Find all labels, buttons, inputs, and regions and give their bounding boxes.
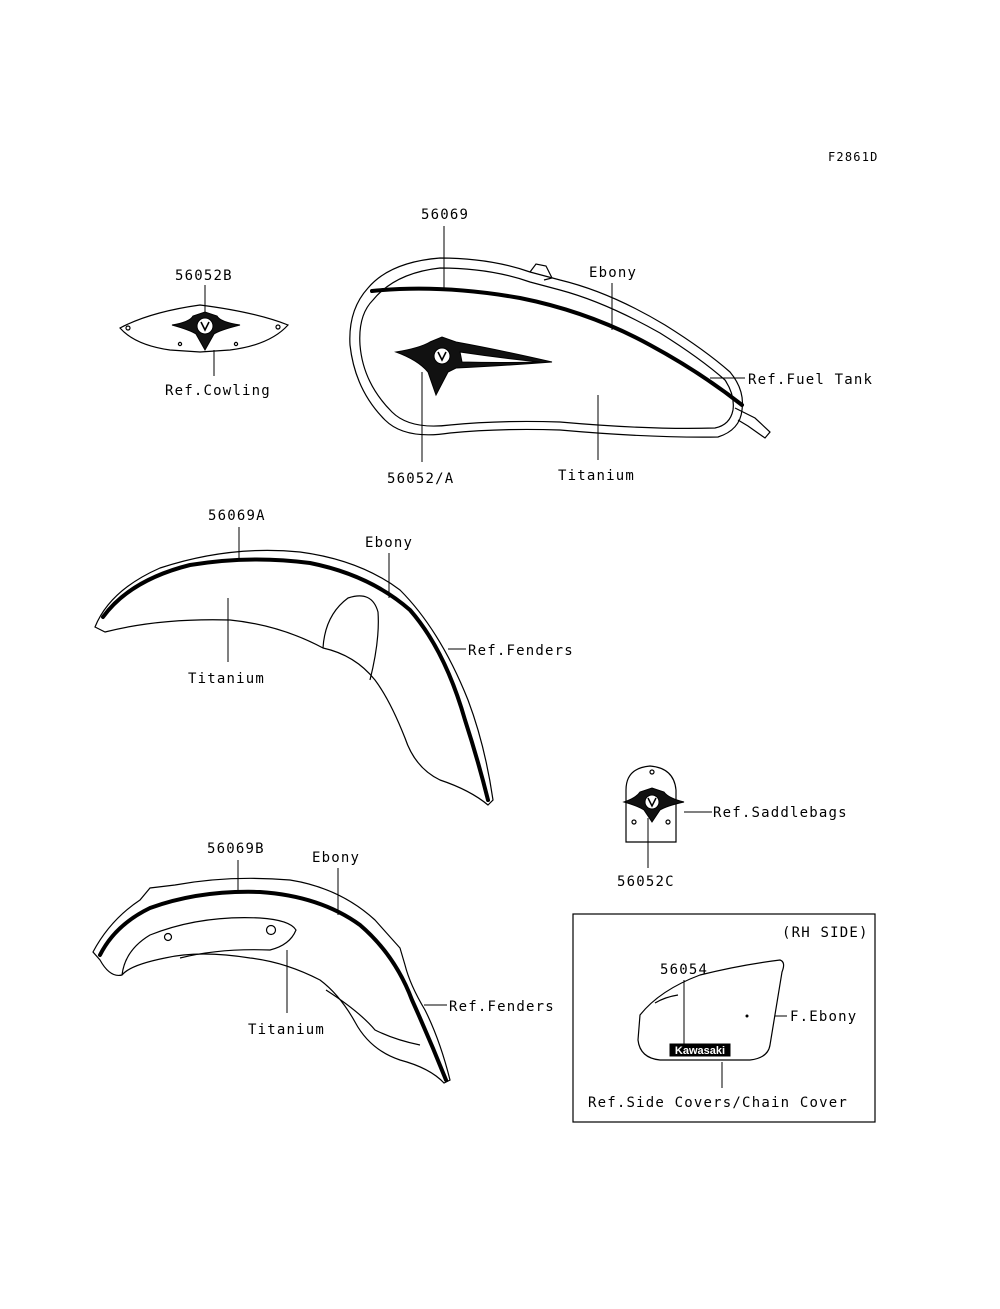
saddlebag-ref: Ref.Saddlebags (713, 805, 848, 821)
fuel-tank-color-body: Titanium (558, 468, 635, 484)
cowling-hole-left (125, 325, 131, 331)
side-cover-color-dot (745, 1014, 749, 1018)
side-cover-side-label: (RH SIDE) (782, 925, 869, 941)
fuel-tank-nozzle (734, 407, 771, 439)
rear-fender-stripe (98, 889, 448, 1082)
cowling-emblem (171, 311, 241, 352)
front-fender-group: 56069A Ebony Ref.Fenders Titanium (94, 508, 574, 806)
front-fender-outline (94, 549, 494, 806)
front-fender-color-body: Titanium (188, 671, 265, 687)
front-fender-color-top: Ebony (365, 535, 413, 551)
figure-code: F2861D (828, 150, 879, 164)
rear-fender-color-body: Titanium (248, 1022, 325, 1038)
rear-fender-ref: Ref.Fenders (449, 999, 555, 1015)
side-cover-outline (637, 959, 785, 1061)
front-fender-stripe (101, 557, 490, 802)
rear-fender-outline (92, 877, 451, 1084)
cowling-hole (233, 341, 239, 347)
rear-fender-slot (325, 989, 421, 1046)
cowling-group: 56052B Ref.Cowling (119, 268, 290, 399)
cowling-hole-right (275, 324, 281, 330)
saddlebag-part-number: 56052C (617, 874, 675, 890)
saddlebag-hole (631, 819, 637, 825)
cowling-part-number: 56052B (175, 268, 233, 284)
side-cover-part-number: 56054 (660, 962, 708, 978)
saddlebag-group: Ref.Saddlebags 56052C (617, 765, 848, 890)
fuel-tank-group: 56069 Ebony Ref.Fuel Tank Titanium 56052… (349, 207, 873, 487)
cowling-outline (119, 304, 290, 353)
cowling-hole (177, 341, 183, 347)
fuel-tank-stripe-part-number: 56069 (421, 207, 469, 223)
rear-fender-part-number: 56069B (207, 841, 265, 857)
fuel-tank-stripe (370, 286, 744, 407)
front-fender-ref: Ref.Fenders (468, 643, 574, 659)
side-cover-logo-plate (669, 1043, 731, 1057)
saddlebag-outline (625, 765, 677, 843)
saddlebag-hole (649, 769, 655, 775)
rear-fender-color-top: Ebony (312, 850, 360, 866)
front-fender-part-number: 56069A (208, 508, 266, 524)
saddlebag-hole (665, 819, 671, 825)
side-cover-logo-text: Kawasaki (675, 1045, 725, 1057)
side-cover-group: (RH SIDE) Kawasaki 56054 F.Ebony Ref.Sid… (572, 913, 876, 1123)
side-cover-color: F.Ebony (790, 1009, 857, 1025)
side-cover-ref: Ref.Side Covers/Chain Cover (588, 1095, 848, 1111)
cowling-ref: Ref.Cowling (165, 383, 271, 399)
fuel-tank-outline (349, 257, 744, 438)
rear-fender-hole (163, 932, 173, 942)
saddlebag-emblem (622, 787, 685, 823)
fuel-tank-emblem (394, 336, 553, 397)
side-cover-frame (572, 913, 876, 1123)
side-cover-notch (654, 994, 679, 1004)
fuel-tank-inner-outline (359, 267, 734, 429)
fuel-tank-color-top: Ebony (589, 265, 637, 281)
rear-fender-group: 56069B Ebony Ref.Fenders Titanium (92, 841, 555, 1084)
rear-fender-inner (121, 917, 297, 976)
fuel-tank-emblem-part-number: 56052/A (387, 471, 454, 487)
rear-fender-hole (265, 924, 277, 936)
fuel-cap (529, 263, 553, 281)
front-fender-inner (322, 595, 379, 681)
fuel-tank-ref: Ref.Fuel Tank (748, 372, 873, 388)
